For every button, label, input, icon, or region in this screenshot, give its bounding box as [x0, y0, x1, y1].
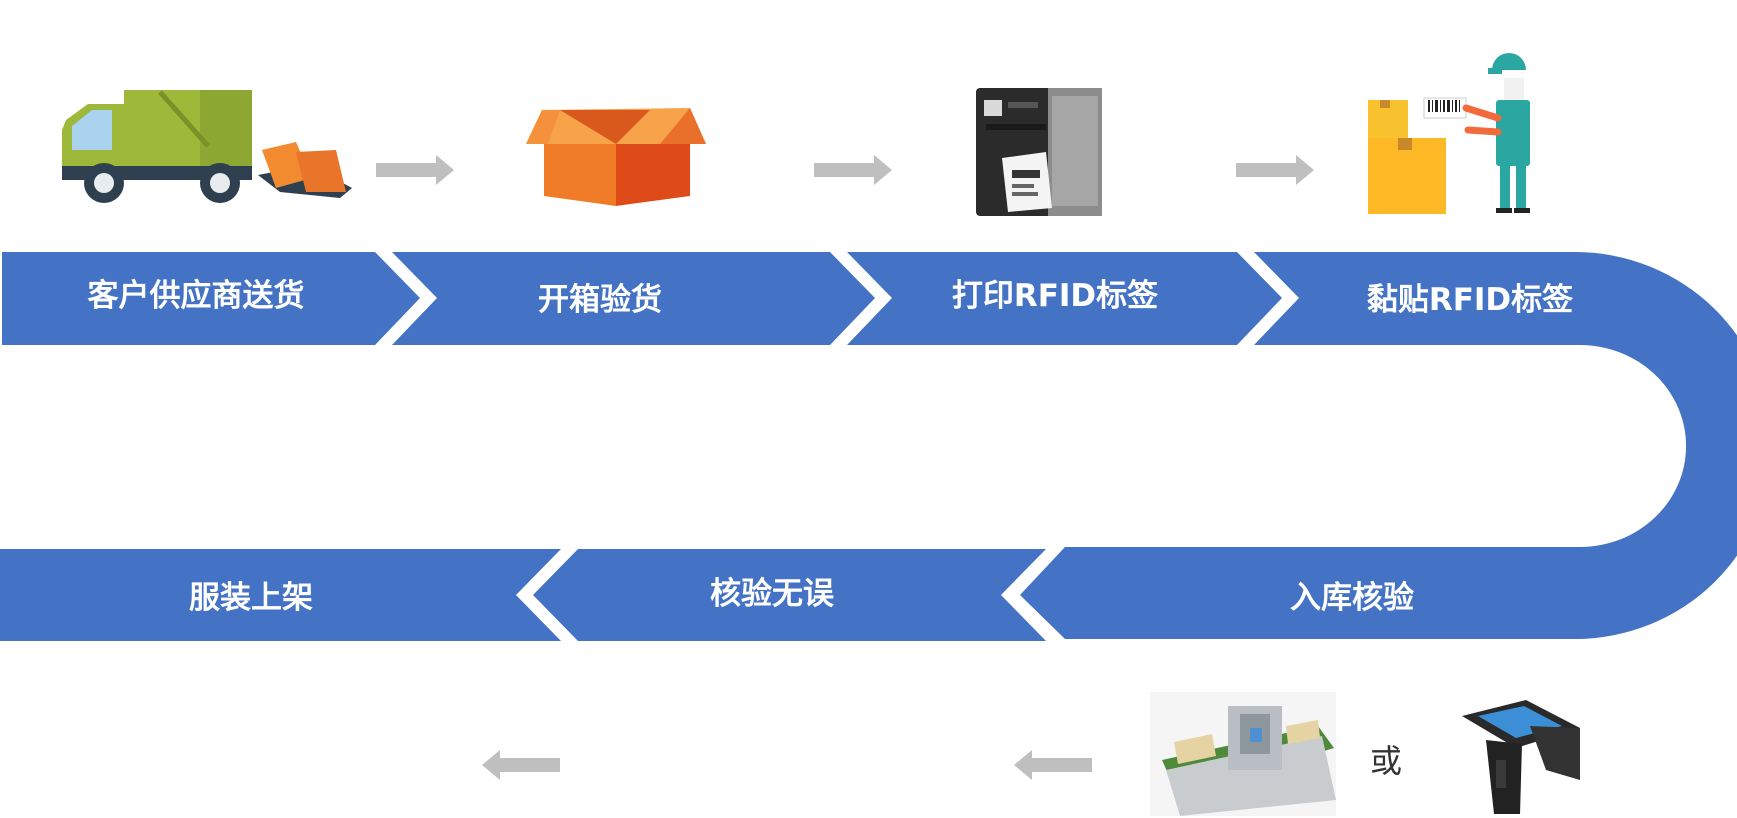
worker-labeling-icon: [1368, 53, 1530, 214]
step-label-attach-rfid-tag: 黏贴RFID标签: [1367, 282, 1573, 318]
arrow-right-icon: [814, 155, 892, 185]
step-label-warehouse-check: 入库核验: [1290, 580, 1414, 616]
arrow-left-icon: [1014, 750, 1092, 780]
ribbon-segment-7: [0, 549, 561, 641]
step-label-unbox-inspect: 开箱验货: [538, 282, 662, 318]
ribbon-segment-3: [847, 252, 1282, 345]
bottom-ribbon: [0, 549, 1046, 641]
ribbon-segment-1: [2, 252, 420, 345]
ribbon-segment-6: [533, 549, 1046, 641]
arrow-right-icon: [376, 155, 454, 185]
step-label-print-rfid-tag: 打印RFID标签: [952, 278, 1158, 314]
ribbon-segment-2: [392, 252, 875, 345]
handheld-rfid-reader-icon: [1462, 700, 1580, 814]
arrow-left-icon: [482, 750, 560, 780]
arrow-right-icon: [1236, 155, 1314, 185]
rfid-tunnel-conveyor-icon: [1150, 692, 1336, 816]
label-printer-icon: [976, 88, 1102, 216]
step-label-supplier-delivery: 客户供应商送货: [88, 278, 305, 314]
ribbon-curve-segment: [1020, 252, 1737, 639]
open-box-icon: [526, 108, 706, 206]
step-label-garment-shelving: 服装上架: [189, 580, 313, 616]
top-ribbon: [2, 252, 1737, 639]
or-label: 或: [1370, 742, 1402, 780]
step-label-verified-ok: 核验无误: [710, 576, 835, 612]
delivery-truck-icon: [62, 90, 352, 203]
